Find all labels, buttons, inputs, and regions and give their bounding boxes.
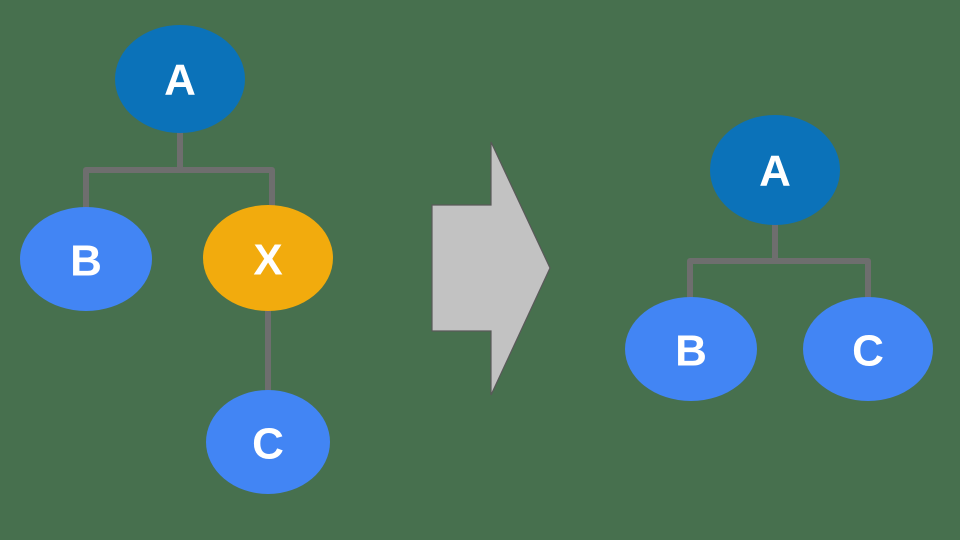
transform-arrow-icon	[431, 141, 551, 396]
node-after-c[interactable]: C	[803, 297, 933, 401]
node-before-a-label: A	[164, 56, 196, 105]
node-before-x[interactable]: X	[203, 205, 333, 311]
node-after-a-label: A	[759, 147, 791, 196]
node-before-a[interactable]: A	[115, 25, 245, 133]
node-after-c-shape[interactable]	[803, 297, 933, 401]
node-before-c-shape[interactable]	[206, 390, 330, 494]
before-tree-edges	[83, 125, 275, 399]
node-before-c[interactable]: C	[206, 390, 330, 494]
node-before-c-label: C	[252, 420, 284, 469]
node-before-b-label: B	[70, 237, 102, 286]
node-after-b[interactable]: B	[625, 297, 757, 401]
node-before-b-shape[interactable]	[20, 207, 152, 311]
after-tree-edges	[687, 217, 871, 305]
node-before-x-shape[interactable]	[203, 205, 333, 311]
node-after-b-shape[interactable]	[625, 297, 757, 401]
node-before-x-label: X	[253, 236, 282, 285]
node-after-a-shape[interactable]	[710, 115, 840, 225]
node-after-b-label: B	[675, 327, 707, 376]
node-before-a-shape[interactable]	[115, 25, 245, 133]
node-before-b[interactable]: B	[20, 207, 152, 311]
node-after-c-label: C	[852, 327, 884, 376]
edge-after-a-to-children	[687, 258, 871, 305]
node-after-a[interactable]: A	[710, 115, 840, 225]
edge-before-a-to-children	[83, 167, 275, 215]
